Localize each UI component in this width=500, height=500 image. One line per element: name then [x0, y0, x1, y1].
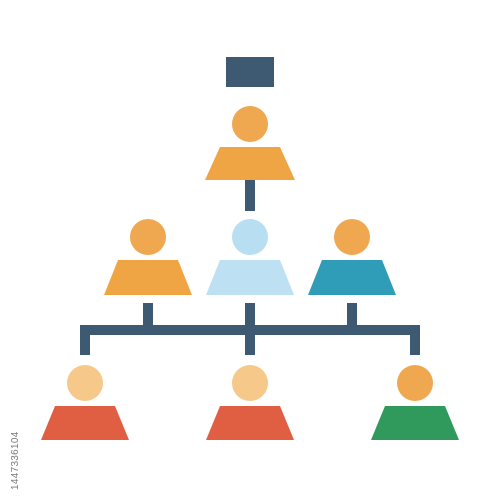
person-node-leader	[205, 106, 295, 180]
person-body-middle-left	[104, 260, 192, 295]
connector-stem-left	[143, 303, 153, 327]
connector-leader-stem	[245, 180, 255, 211]
person-node-bottom-center	[206, 365, 294, 440]
connector-drop-left	[80, 325, 90, 355]
connector-lines	[80, 180, 420, 355]
connector-stem-center	[245, 303, 255, 327]
person-node-middle-right	[308, 219, 396, 295]
person-node-bottom-left	[41, 365, 129, 440]
person-body-middle-center	[206, 260, 294, 295]
person-node-middle-center	[206, 219, 294, 295]
person-head-middle-left	[130, 219, 166, 255]
person-body-bottom-left	[41, 406, 129, 440]
connector-drop-right	[410, 325, 420, 355]
person-head-bottom-left	[67, 365, 103, 401]
stock-id-watermark: 1447336104	[10, 431, 21, 490]
person-node-middle-left	[104, 219, 192, 295]
person-head-middle-right	[334, 219, 370, 255]
connector-drop-center	[245, 325, 255, 355]
person-body-middle-right	[308, 260, 396, 295]
connector-stem-right	[347, 303, 357, 327]
top-box	[226, 57, 274, 87]
person-head-bottom-center	[232, 365, 268, 401]
person-body-bottom-center	[206, 406, 294, 440]
person-node-bottom-right	[371, 365, 459, 440]
person-head-leader	[232, 106, 268, 142]
person-head-middle-center	[232, 219, 268, 255]
person-body-bottom-right	[371, 406, 459, 440]
person-head-bottom-right	[397, 365, 433, 401]
person-body-leader	[205, 147, 295, 180]
